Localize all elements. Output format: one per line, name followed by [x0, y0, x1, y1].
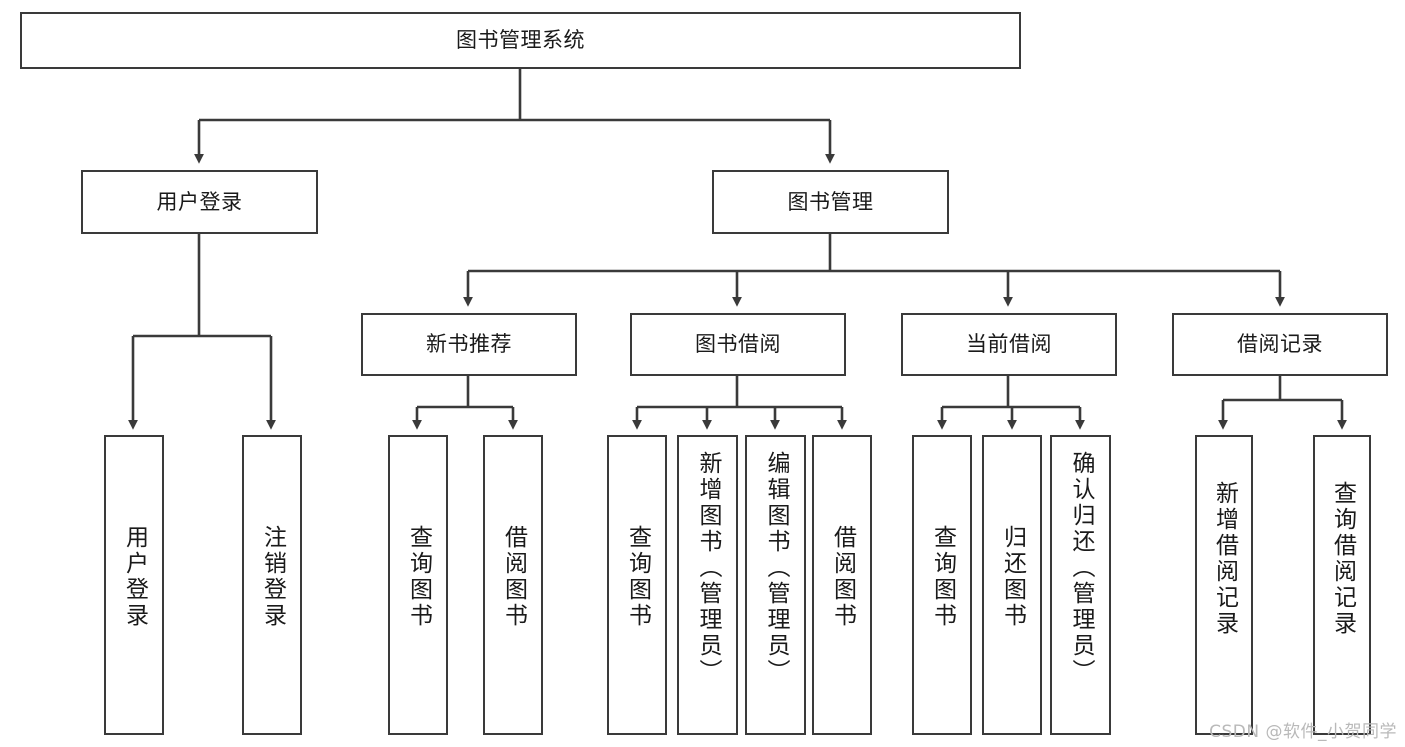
node-label: 归还图书 [999, 525, 1026, 629]
leaf-add-book-admin[interactable]: 新增图书（管理员） [677, 435, 738, 735]
node-label: 用户登录 [156, 189, 243, 214]
node-label: 借阅图书 [500, 525, 527, 629]
node-book-borrow[interactable]: 图书借阅 [630, 313, 846, 376]
leaf-confirm-return-admin[interactable]: 确认归还（管理员） [1050, 435, 1111, 735]
leaf-query-book-current[interactable]: 查询图书 [912, 435, 972, 735]
csdn-watermark: CSDN @软件_小贺同学 [1209, 722, 1397, 742]
node-label: 图书借阅 [695, 332, 781, 357]
node-current-borrow[interactable]: 当前借阅 [901, 313, 1117, 376]
node-label: 图书管理系统 [456, 28, 585, 53]
node-label: 查询图书 [405, 525, 432, 629]
node-borrow-record[interactable]: 借阅记录 [1172, 313, 1388, 376]
node-user-login[interactable]: 用户登录 [81, 170, 318, 234]
leaf-borrow-book-new-recommend[interactable]: 借阅图书 [483, 435, 543, 735]
node-label: 查询图书 [929, 525, 956, 629]
node-label: 当前借阅 [966, 332, 1052, 357]
node-label: 查询借阅记录 [1329, 481, 1356, 637]
node-label: 新增借阅记录 [1211, 481, 1238, 637]
leaf-return-book[interactable]: 归还图书 [982, 435, 1042, 735]
leaf-borrow-book-borrow[interactable]: 借阅图书 [812, 435, 872, 735]
leaf-query-book-borrow[interactable]: 查询图书 [607, 435, 667, 735]
node-label: 注销登录 [259, 525, 286, 629]
leaf-edit-book-admin[interactable]: 编辑图书（管理员） [745, 435, 806, 735]
node-root-book-management-system[interactable]: 图书管理系统 [20, 12, 1021, 69]
node-label: 确认归还（管理员） [1068, 451, 1094, 685]
leaf-add-borrow-record[interactable]: 新增借阅记录 [1195, 435, 1253, 735]
leaf-query-borrow-record[interactable]: 查询借阅记录 [1313, 435, 1371, 735]
node-label: 新增图书（管理员） [695, 451, 721, 685]
node-new-book-recommend[interactable]: 新书推荐 [361, 313, 577, 376]
node-label: 借阅图书 [829, 525, 856, 629]
node-label: 借阅记录 [1237, 332, 1323, 357]
leaf-user-logout[interactable]: 注销登录 [242, 435, 302, 735]
node-label: 编辑图书（管理员） [763, 451, 789, 685]
node-label: 查询图书 [624, 525, 651, 629]
node-book-management[interactable]: 图书管理 [712, 170, 949, 234]
leaf-user-login[interactable]: 用户登录 [104, 435, 164, 735]
leaf-query-book-new-recommend[interactable]: 查询图书 [388, 435, 448, 735]
node-label: 新书推荐 [426, 332, 512, 357]
node-label: 用户登录 [121, 525, 148, 629]
node-label: 图书管理 [787, 189, 874, 214]
